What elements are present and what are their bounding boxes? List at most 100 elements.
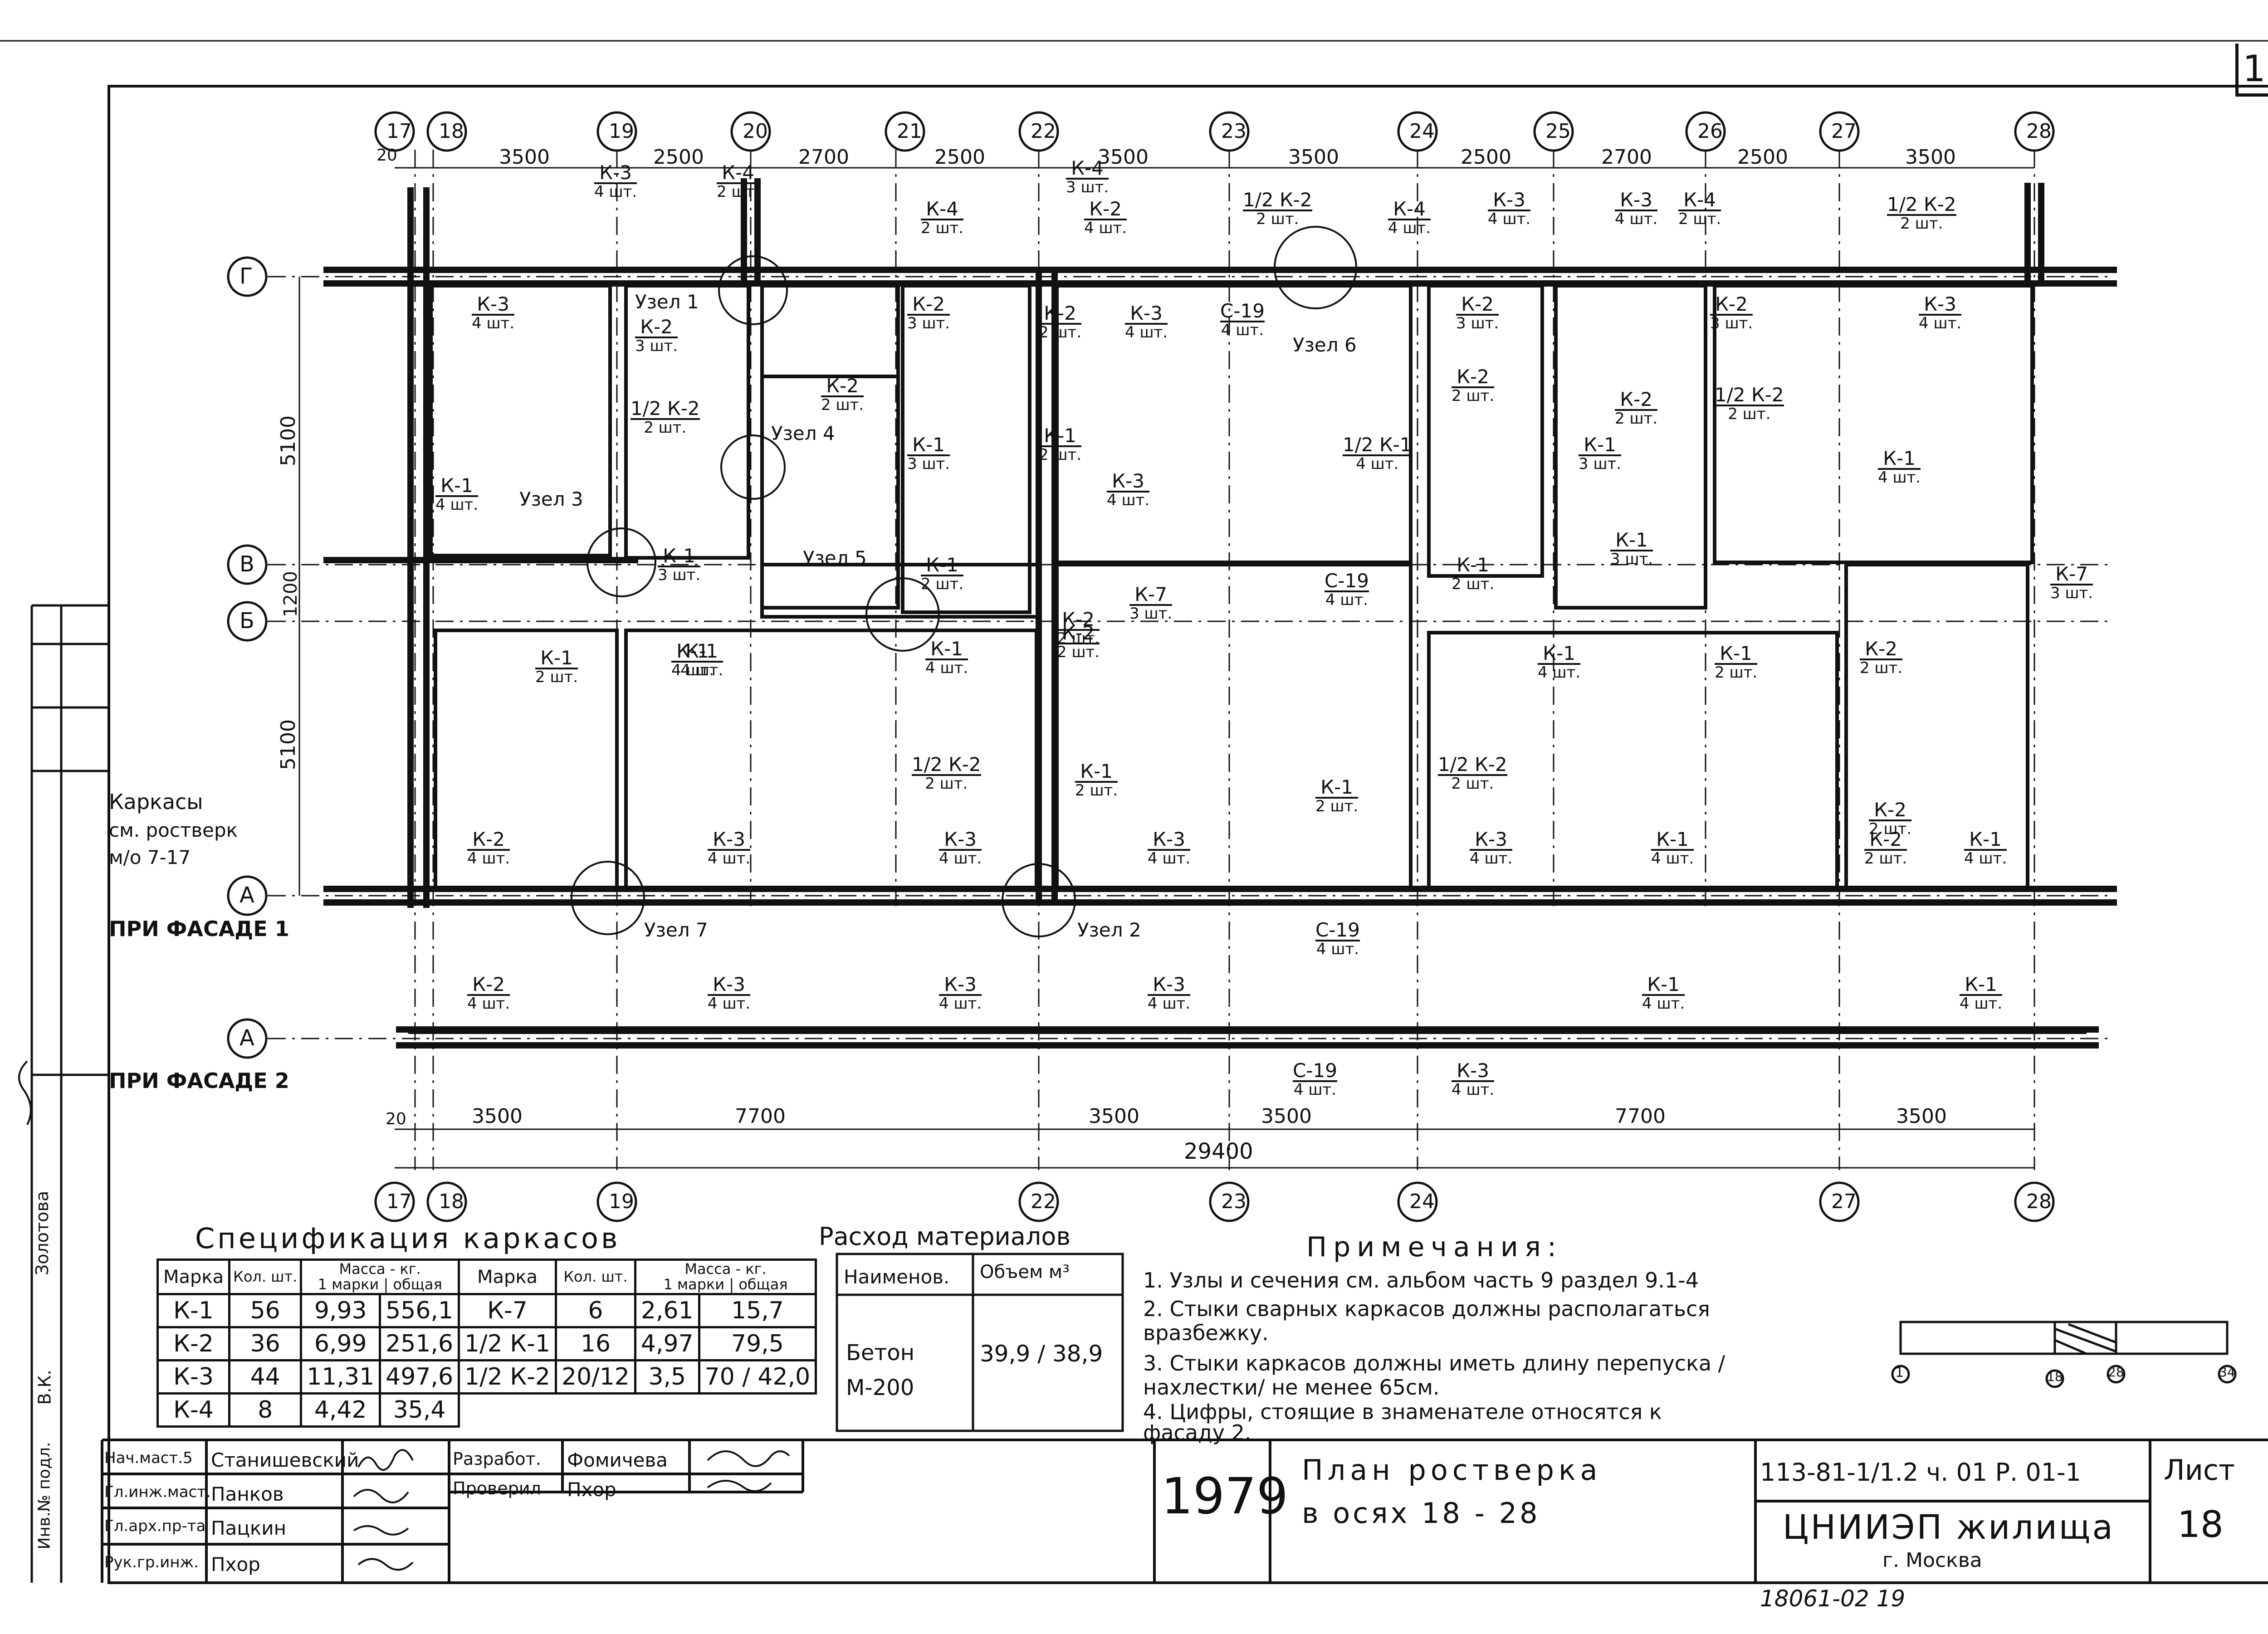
axis-label: 18 bbox=[439, 1190, 464, 1213]
spec-header-sub: 1 марки bbox=[663, 1275, 725, 1293]
dimension-label: 2700 bbox=[798, 146, 849, 169]
frame-mark: К-1 bbox=[921, 556, 964, 576]
frame-mark: С-19 bbox=[1293, 1059, 1337, 1082]
title-block-title: в осях 18 - 28 bbox=[1302, 1497, 1540, 1530]
axis-label: 27 bbox=[1831, 120, 1857, 143]
frame-mark: К-2 bbox=[635, 317, 678, 338]
frame-quantity: 2 шт. bbox=[1678, 210, 1721, 228]
frame-quantity: 3 шт. bbox=[2050, 584, 2093, 602]
title-block-sheet-label: Лист bbox=[2164, 1454, 2235, 1487]
frame-mark: К-3 bbox=[708, 975, 751, 996]
title-block-role: Разработ. bbox=[453, 1449, 541, 1469]
frame-mark: 1/2 К-2 bbox=[631, 397, 700, 420]
dimension-label: 5100 bbox=[276, 415, 300, 466]
dimension-label: 2500 bbox=[1737, 146, 1788, 169]
frame-mark: К-1 bbox=[1642, 975, 1685, 996]
title-block-name: Пацкин bbox=[211, 1517, 287, 1539]
axis-label: 24 bbox=[1409, 1190, 1435, 1213]
spec-cell: К-2 bbox=[156, 1326, 231, 1362]
materials-header: Объем м³ bbox=[980, 1262, 1070, 1283]
frame-quantity: 3 шт. bbox=[1066, 178, 1109, 196]
spec-table: Марка Кол. шт. Масса - кг.1 марки | обща… bbox=[156, 1258, 817, 1428]
frame-mark: К-2 bbox=[1710, 295, 1753, 316]
node-label: Узел 3 bbox=[519, 488, 583, 510]
frame-quantity: 4 шт. bbox=[1470, 849, 1513, 868]
note-item: 2. Стыки сварных каркасов должны распола… bbox=[1143, 1297, 1710, 1345]
spec-cell: 70 / 42,0 bbox=[698, 1359, 817, 1395]
axis-label: Г bbox=[240, 263, 253, 289]
frame-mark: К-2 bbox=[1057, 610, 1100, 631]
frame-quantity: 4 шт. bbox=[1325, 591, 1369, 609]
title-block-year: 1979 bbox=[1161, 1467, 1288, 1525]
title-block-role: Нач.маст.5 bbox=[104, 1449, 193, 1467]
note-item: 1. Узлы и сечения см. альбом часть 9 раз… bbox=[1143, 1268, 1699, 1293]
frame-quantity: 2 шт. bbox=[644, 419, 687, 437]
title-block-name: Пхор bbox=[211, 1553, 260, 1575]
frame-mark: 1/2 К-2 bbox=[1438, 753, 1507, 776]
frame-mark: К-3 bbox=[1107, 472, 1150, 493]
title-block-name: Станишевский bbox=[211, 1449, 359, 1471]
spec-title: Спецификация каркасов bbox=[195, 1222, 621, 1255]
frame-mark: К-1 bbox=[1452, 556, 1495, 576]
frame-mark: К-4 bbox=[921, 200, 964, 220]
frame-quantity: 2 шт. bbox=[1615, 410, 1658, 428]
frame-mark: К-2 bbox=[907, 295, 950, 316]
frame-mark: К-2 bbox=[1039, 304, 1082, 325]
frame-quantity: 4 шт. bbox=[708, 995, 751, 1013]
frame-quantity: 4 шт. bbox=[1964, 849, 2007, 868]
frame-mark: К-3 bbox=[708, 830, 751, 851]
axis-label: 23 bbox=[1221, 120, 1246, 143]
frame-quantity: 3 шт. bbox=[1579, 455, 1622, 473]
axis-label: Б bbox=[240, 608, 254, 634]
frame-quantity: 2 шт. bbox=[1057, 643, 1100, 661]
frame-quantity: 2 шт. bbox=[1039, 446, 1082, 464]
materials-cell: Бетон М-200 bbox=[846, 1340, 915, 1400]
frame-quantity: 4 шт. bbox=[1107, 491, 1150, 509]
axis-label: А bbox=[240, 883, 254, 908]
frame-mark: К-3 bbox=[1615, 190, 1658, 211]
axis-label: 26 bbox=[1697, 120, 1723, 143]
frame-quantity: 4 шт. bbox=[925, 659, 968, 677]
frame-quantity: 3 шт. bbox=[635, 337, 678, 355]
frame-mark: К-3 bbox=[1125, 304, 1168, 325]
dimension-label: 5100 bbox=[276, 719, 300, 770]
title-block-role: Гл.арх.пр-та bbox=[104, 1517, 206, 1535]
frame-quantity: 2 шт. bbox=[1900, 215, 1943, 233]
frame-quantity: 4 шт. bbox=[1651, 849, 1694, 868]
dimension-label: 7700 bbox=[1615, 1105, 1666, 1128]
frame-mark: К-2 bbox=[1057, 624, 1100, 644]
spec-header: Кол. шт. bbox=[228, 1258, 303, 1296]
frame-mark: С-19 bbox=[1325, 570, 1369, 592]
spec-cell: 20/12 bbox=[555, 1359, 636, 1395]
spec-header-sub: общая bbox=[393, 1275, 442, 1293]
frame-mark: К-1 bbox=[658, 546, 701, 567]
spec-header: Масса - кг.1 марки | общая bbox=[634, 1258, 817, 1296]
frame-mark: К-3 bbox=[594, 163, 637, 184]
frame-mark: К-2 bbox=[1864, 830, 1907, 851]
frame-quantity: 4 шт. bbox=[939, 995, 982, 1013]
axis-label: 28 bbox=[2026, 120, 2052, 143]
spec-header-sub: 1 марки bbox=[318, 1275, 379, 1293]
dimension-label: 20 bbox=[386, 1110, 406, 1128]
spec-header: Марка bbox=[458, 1258, 557, 1296]
